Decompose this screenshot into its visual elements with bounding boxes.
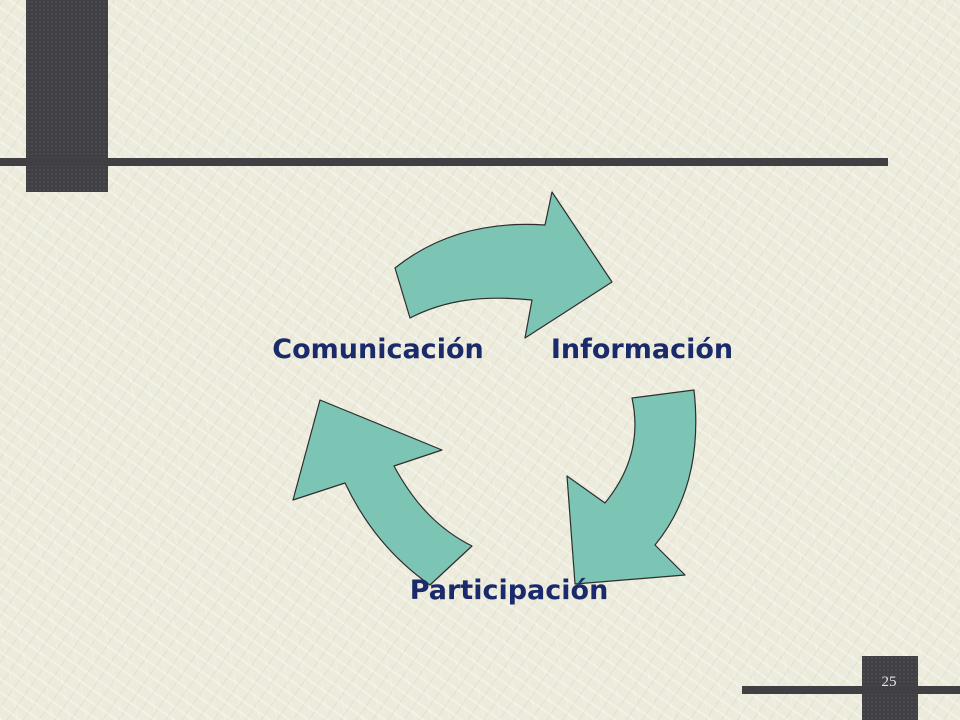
bottom-decor-line <box>742 686 960 694</box>
arrow-comunicacion-to-informacion <box>394 191 613 339</box>
label-participacion: Participación <box>410 575 609 606</box>
arrow-participacion-to-comunicacion <box>292 399 473 586</box>
label-comunicacion: Comunicación <box>272 334 483 365</box>
slide-number: 25 <box>881 674 897 690</box>
arrow-informacion-to-participacion <box>566 389 697 585</box>
label-informacion: Información <box>551 334 733 365</box>
top-decor-line <box>0 158 888 166</box>
